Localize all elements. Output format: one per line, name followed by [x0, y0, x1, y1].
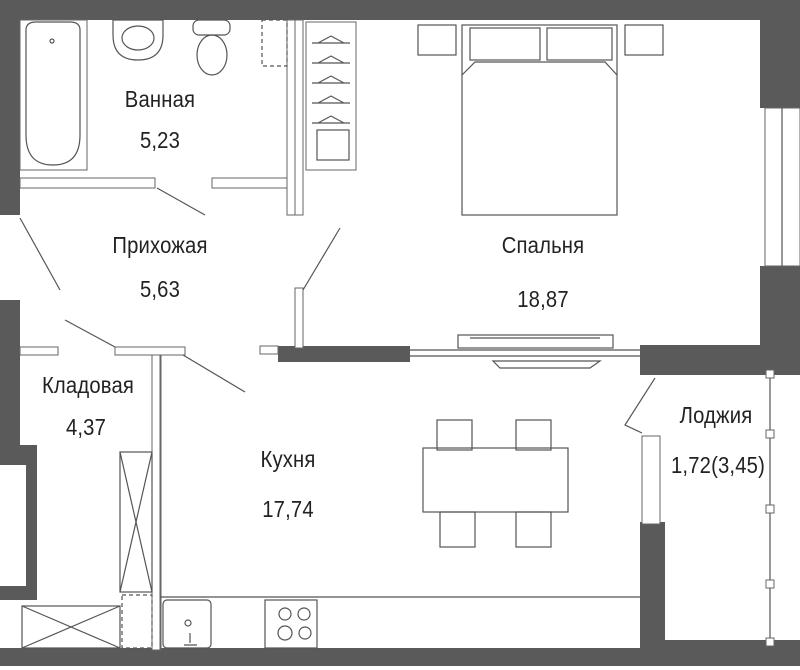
shower-niche: [261, 19, 288, 67]
stove-icon: [264, 599, 318, 649]
toilet-icon: [192, 19, 231, 76]
door-swings: [19, 187, 656, 434]
bed-icon: [417, 24, 664, 216]
wardrobe-icon: [305, 21, 357, 171]
dining-table-icon: [422, 419, 569, 548]
bedroom-window: [764, 107, 800, 267]
bathtub-icon: [19, 19, 88, 171]
storage-shelves-icon: [21, 451, 153, 649]
room-name-bedroom: Спальня: [501, 232, 585, 258]
room-name-storage: Кладовая: [41, 372, 135, 398]
room-area-loggia: 1,72(3,45): [670, 452, 766, 478]
room-name-loggia: Лоджия: [679, 402, 753, 428]
sink-icon: [112, 19, 164, 61]
room-name-bathroom: Ванная: [124, 86, 196, 112]
partitions: [19, 19, 775, 651]
room-area-storage: 4,37: [65, 414, 107, 440]
room-area-bedroom: 18,87: [517, 286, 569, 312]
room-area-bathroom: 5,23: [139, 127, 181, 153]
room-area-hallway: 5,63: [139, 276, 181, 302]
tv-stand-icon: [457, 334, 614, 369]
kitchen-sink-icon: [162, 599, 212, 649]
room-name-kitchen: Кухня: [260, 446, 316, 472]
room-area-kitchen: 17,74: [262, 496, 314, 522]
room-name-hallway: Прихожая: [112, 232, 208, 258]
